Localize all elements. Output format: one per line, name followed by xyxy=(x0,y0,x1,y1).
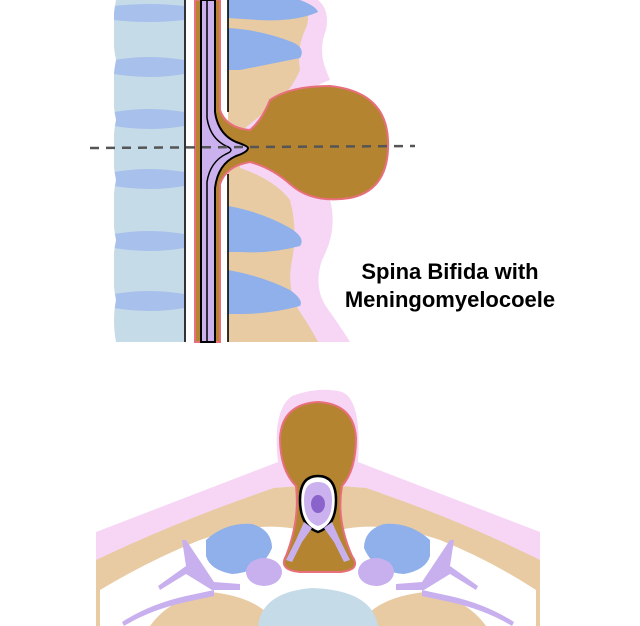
ganglion-left xyxy=(246,558,282,586)
spinal-nerves-axial xyxy=(122,540,514,626)
axial-view xyxy=(96,389,540,626)
title-line-1: Spina Bifida with xyxy=(361,259,539,284)
cord-center-axial xyxy=(311,495,325,513)
title-line-2: Meningomyelocoele xyxy=(344,287,556,312)
diagram-title: Spina Bifida with Meningomyelocoele xyxy=(300,258,600,314)
posterior-tissue-sagittal xyxy=(228,0,318,342)
lamina-right xyxy=(368,592,486,626)
sagittal-view xyxy=(89,0,416,343)
nerve-roots-axial xyxy=(286,522,350,562)
vertebral-front-edge xyxy=(100,0,116,342)
transverse-process-lower-1 xyxy=(228,206,302,253)
spinal-cord-sagittal xyxy=(200,0,250,343)
lamina-left xyxy=(150,592,268,626)
vertebral-body-axial xyxy=(258,588,378,626)
transverse-process-upper-2 xyxy=(228,28,302,70)
meningeal-sac-sagittal xyxy=(194,0,390,343)
intervertebral-discs xyxy=(114,4,184,311)
transverse-process-upper-1 xyxy=(228,0,318,21)
ganglion-right xyxy=(358,558,394,586)
section-line xyxy=(89,144,416,150)
transverse-process-lower-2 xyxy=(228,270,301,314)
central-canal-sagittal xyxy=(206,0,232,342)
